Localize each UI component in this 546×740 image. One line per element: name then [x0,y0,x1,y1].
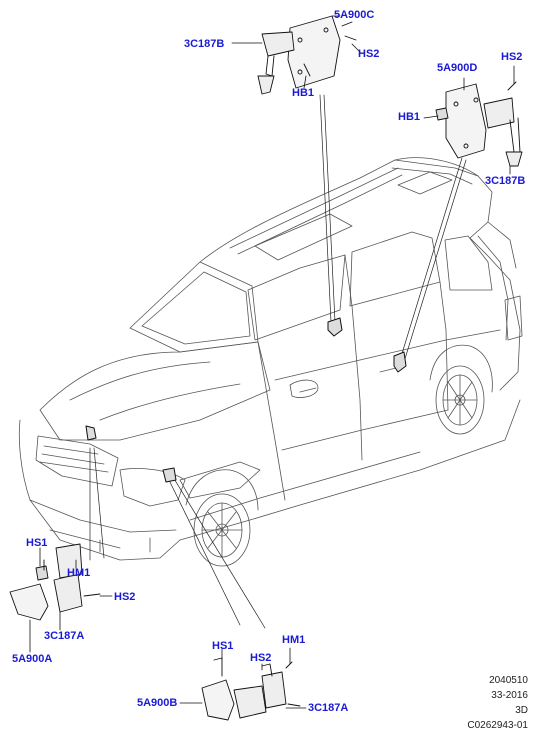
callout-ticks [29,15,515,709]
figure-reference-code: C0262943-01 [467,720,528,731]
callout-hs2-right[interactable]: HS2 [501,51,523,63]
sensor-assembly-front-left [9,543,101,621]
callout-5a900a[interactable]: 5A900A [12,653,53,665]
callout-hb1-right[interactable]: HB1 [398,111,421,123]
figure-reference-date: 33-2016 [491,690,528,701]
callout-hs2-bottom[interactable]: HS2 [250,652,272,664]
mounting-points [85,317,407,483]
callout-3c187b-top[interactable]: 3C187B [184,38,225,50]
sensor-assembly-front-right [201,657,301,721]
callout-5a900d[interactable]: 5A900D [437,62,478,74]
callout-hs2-left[interactable]: HS2 [114,591,136,603]
leader-lines [89,94,467,629]
callout-3c187a-bottom[interactable]: 3C187A [308,702,349,714]
callout-hs2-top[interactable]: HS2 [358,48,380,60]
sensor-assembly-rear-right [435,81,523,167]
callout-5a900c[interactable]: 5A900C [334,9,375,21]
figure-reference-number: 2040510 [489,675,528,686]
sensor-assembly-rear-left [257,15,357,95]
callout-3c187a-left[interactable]: 3C187A [44,630,85,642]
callout-hs1-bottom[interactable]: HS1 [212,640,234,652]
callout-hb1-top[interactable]: HB1 [292,87,315,99]
callout-hs1-left[interactable]: HS1 [26,537,48,549]
callout-hm1-left[interactable]: HM1 [67,567,91,579]
figure-reference-view: 3D [515,705,528,716]
callout-3c187b-right[interactable]: 3C187B [485,175,526,187]
callout-hm1-bottom[interactable]: HM1 [282,634,306,646]
vehicle-illustration [18,157,523,567]
callout-5a900b[interactable]: 5A900B [137,697,178,709]
